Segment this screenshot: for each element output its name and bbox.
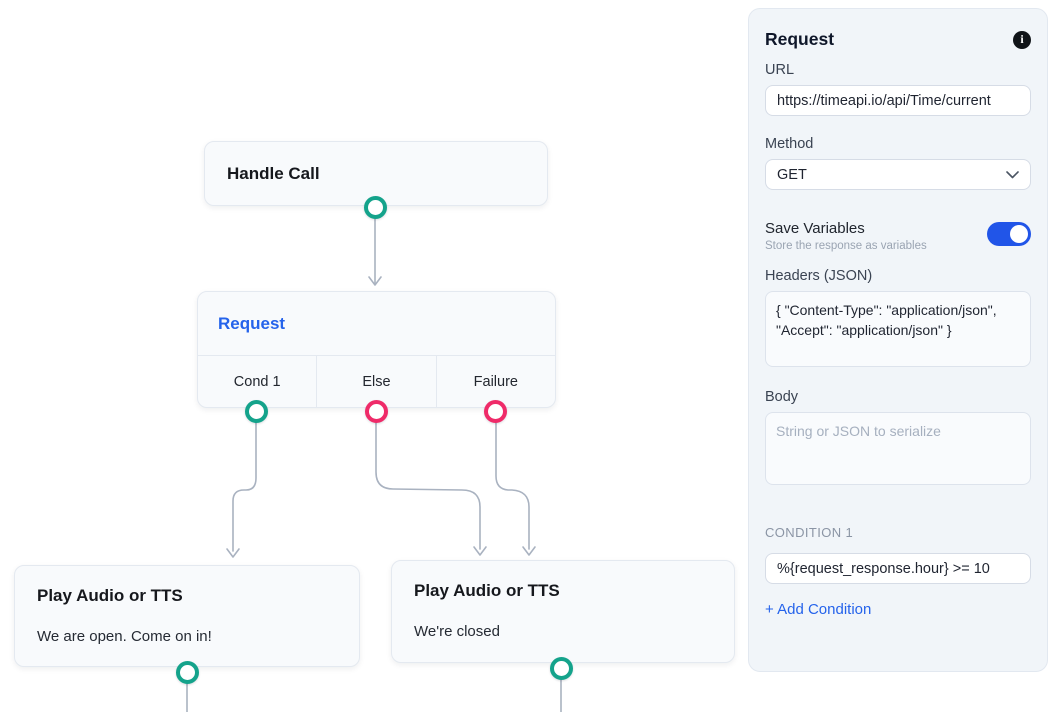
chevron-down-icon — [1006, 170, 1019, 178]
save-variables-toggle[interactable] — [987, 222, 1031, 246]
port-failure[interactable] — [484, 400, 507, 423]
edge-handlecall-request-arrow — [368, 276, 382, 286]
method-selected-value: GET — [777, 166, 807, 183]
node-play-open-title: Play Audio or TTS — [37, 586, 183, 605]
method-label: Method — [765, 136, 814, 152]
panel-title: Request — [765, 29, 835, 49]
port-handle-call-output[interactable] — [364, 196, 387, 219]
headers-textarea[interactable]: { "Content-Type": "application/json", "A… — [765, 291, 1031, 367]
port-else[interactable] — [365, 400, 388, 423]
edge-cond1-playopen — [232, 422, 257, 552]
condition-1-label: CONDITION 1 — [765, 525, 854, 540]
port-play-closed-output[interactable] — [550, 657, 573, 680]
node-handle-call-title: Handle Call — [227, 163, 320, 183]
node-play-audio-open[interactable]: Play Audio or TTS We are open. Come on i… — [14, 565, 360, 667]
edge-else-playclosed-arrow — [473, 546, 487, 556]
edge-cond1-playopen-arrow — [226, 548, 240, 558]
edge-failure-playclosed — [495, 422, 530, 550]
edge-failure-playclosed-arrow — [522, 546, 536, 556]
node-play-open-message: We are open. Come on in! — [37, 628, 212, 645]
url-input[interactable]: https://timeapi.io/api/Time/current — [765, 85, 1031, 116]
headers-label: Headers (JSON) — [765, 268, 873, 284]
request-properties-panel: Request i URL https://timeapi.io/api/Tim… — [748, 8, 1048, 672]
edge-else-playclosed — [375, 422, 481, 550]
node-play-audio-closed[interactable]: Play Audio or TTS We're closed — [391, 560, 735, 663]
node-play-closed-title: Play Audio or TTS — [414, 581, 560, 600]
method-select[interactable]: GET — [765, 159, 1031, 190]
condition-1-input[interactable]: %{request_response.hour} >= 10 — [765, 553, 1031, 584]
node-request-title: Request — [218, 313, 286, 333]
save-variables-description: Store the response as variables — [765, 240, 927, 252]
info-icon[interactable]: i — [1013, 30, 1031, 49]
toggle-knob — [1010, 225, 1028, 243]
add-condition-link[interactable]: + Add Condition — [765, 601, 872, 618]
node-request[interactable]: Request Cond 1 Else Failure — [197, 291, 556, 408]
output-else[interactable]: Else — [316, 356, 435, 408]
url-label: URL — [765, 62, 795, 78]
output-failure[interactable]: Failure — [435, 356, 555, 408]
save-variables-label: Save Variables — [765, 220, 865, 237]
port-play-open-output[interactable] — [176, 661, 199, 684]
port-cond1[interactable] — [245, 400, 268, 423]
node-play-closed-message: We're closed — [414, 623, 500, 640]
body-label: Body — [765, 389, 799, 405]
output-cond1[interactable]: Cond 1 — [233, 374, 281, 390]
body-textarea[interactable]: String or JSON to serialize — [765, 412, 1031, 485]
